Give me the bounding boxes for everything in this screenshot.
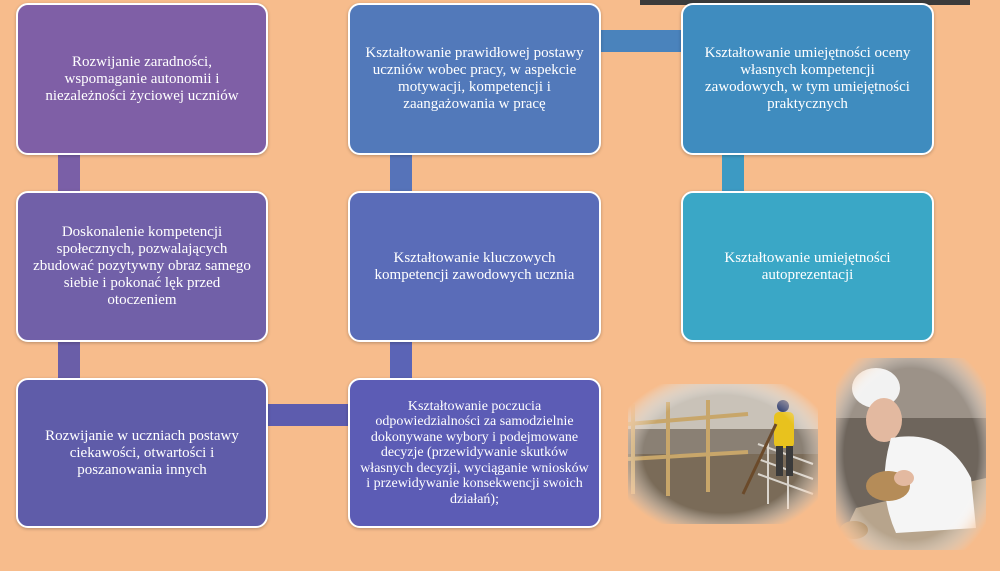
box-b6: Kształtowanie prawidłowej postawy ucznió…	[348, 3, 601, 155]
box-b8: Kształtowanie umiejętności autoprezentac…	[681, 191, 934, 342]
photo-farm-work	[628, 384, 818, 524]
connector-b6-b7	[599, 30, 685, 52]
box-b5: Kształtowanie kluczowych kompetencji zaw…	[348, 191, 601, 342]
photo-baker	[836, 358, 986, 550]
box-b1-text: Rozwijanie zaradności, wspomaganie auton…	[45, 53, 239, 104]
connector-b7-b8	[722, 153, 744, 193]
box-b4-text: Kształtowanie poczucia odpowiedzialności…	[360, 398, 589, 507]
box-b3: Rozwijanie w uczniach postawy ciekawości…	[16, 378, 268, 528]
box-b7: Kształtowanie umiejętności oceny własnyc…	[681, 3, 934, 155]
connector-b1-b2	[58, 153, 80, 193]
box-b2: Doskonalenie kompetencji społecznych, po…	[16, 191, 268, 342]
connector-b3-b4	[266, 404, 352, 426]
connector-b2-b3	[58, 340, 80, 380]
top-edge-bar	[640, 0, 970, 5]
box-b7-text: Kształtowanie umiejętności oceny własnyc…	[704, 45, 911, 112]
box-b8-text: Kształtowanie umiejętności autoprezentac…	[724, 249, 891, 283]
box-b2-text: Doskonalenie kompetencji społecznych, po…	[33, 224, 251, 308]
box-b3-text: Rozwijanie w uczniach postawy ciekawości…	[45, 427, 239, 478]
box-b6-text: Kształtowanie prawidłowej postawy ucznió…	[365, 45, 584, 112]
box-b4: Kształtowanie poczucia odpowiedzialności…	[348, 378, 601, 528]
connector-b4-b5	[390, 340, 412, 380]
connector-b5-b6	[390, 153, 412, 193]
box-b5-text: Kształtowanie kluczowych kompetencji zaw…	[374, 249, 575, 283]
box-b1: Rozwijanie zaradności, wspomaganie auton…	[16, 3, 268, 155]
